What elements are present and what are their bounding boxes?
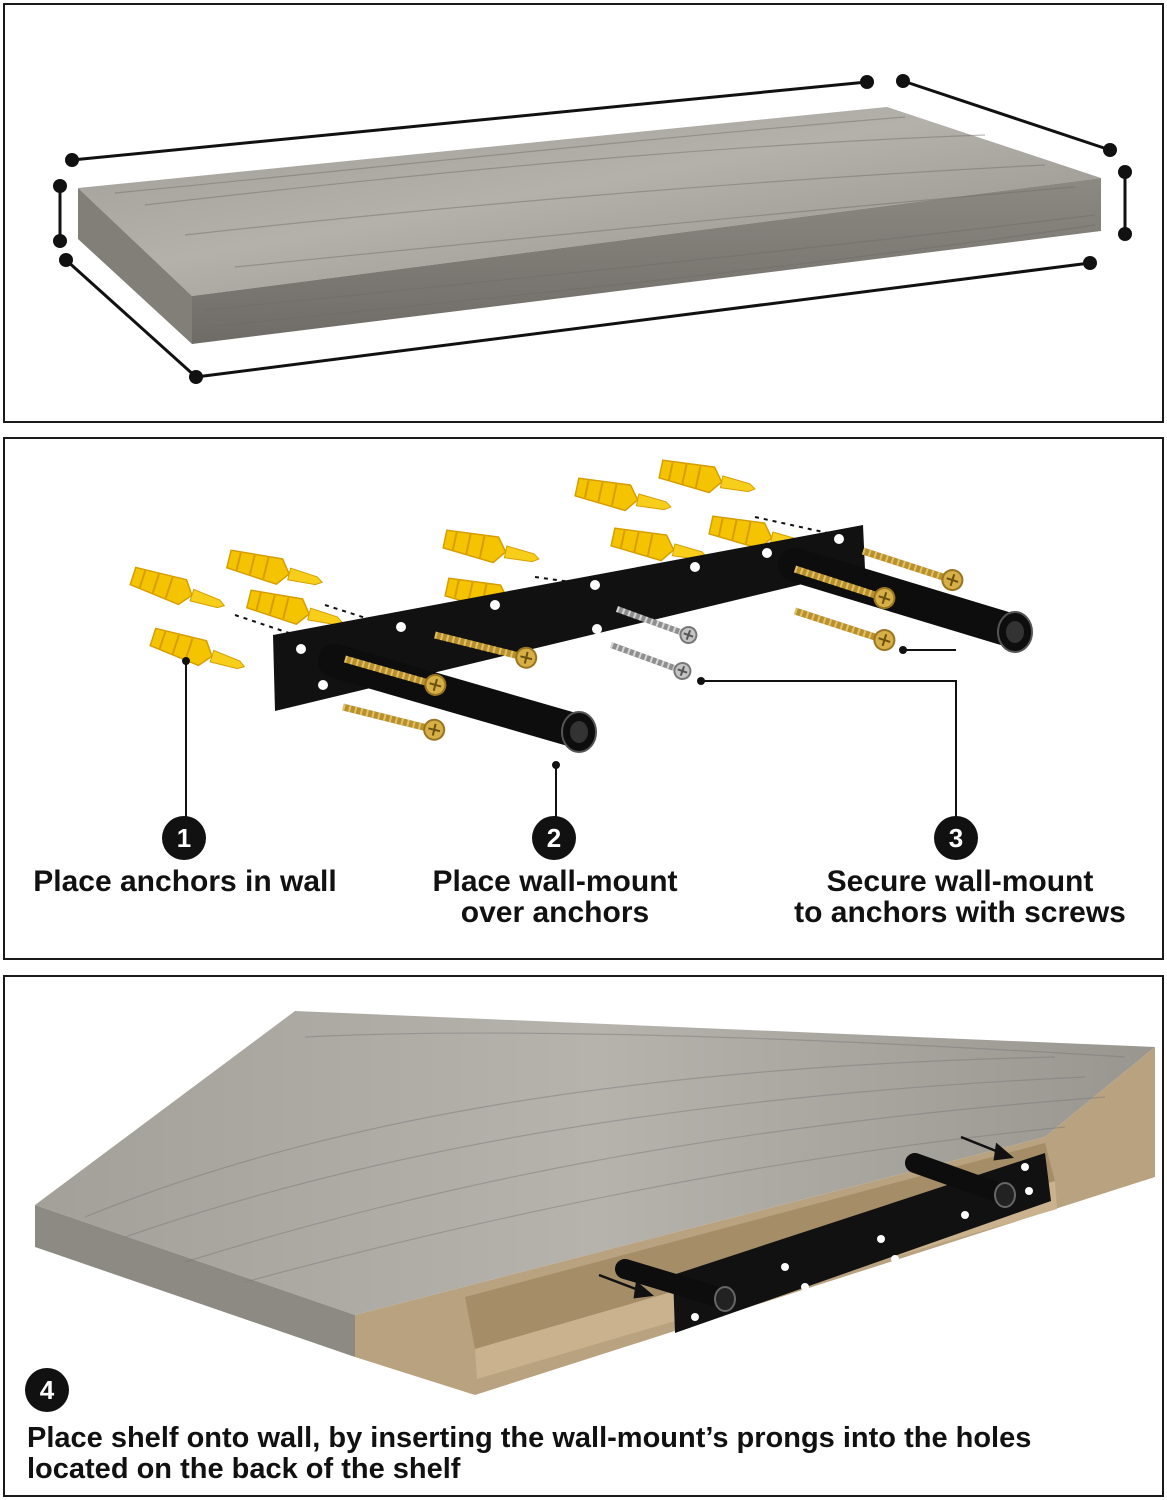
shelf-left-edge	[35, 1205, 355, 1357]
wall-mount-bracket	[673, 1153, 1051, 1333]
shelf-dimensions-illustration	[53, 74, 1132, 384]
bracket-prongs	[318, 548, 1033, 753]
wood-grain	[84, 1032, 1126, 1283]
shelf-side-face	[78, 188, 192, 344]
shelf-top-surface	[78, 107, 1101, 296]
shelf-back-cutout	[465, 1143, 1055, 1349]
dimension-endpoints	[53, 74, 1132, 384]
final-step-panel: 4 Place shelf onto wall, by inserting th…	[3, 975, 1164, 1497]
wall-mount-bracket	[273, 525, 865, 711]
shelf-dimensions-panel	[3, 3, 1164, 423]
step-2-label: Place wall-mount over anchors	[432, 865, 678, 929]
step-4-badge: 4	[25, 1368, 69, 1412]
step-2-badge: 2	[532, 816, 576, 860]
step-1-badge: 1	[162, 816, 206, 860]
bracket-holes	[296, 534, 846, 690]
hardware-illustration	[127, 455, 1033, 819]
step-3-label: Secure wall-mount to anchors with screws	[794, 865, 1126, 929]
shelf-front-face	[192, 178, 1101, 344]
installation-steps-panel: 1 Place anchors in wall 2 Place wall-mou…	[3, 437, 1164, 960]
step-1-label: Place anchors in wall	[33, 865, 337, 898]
bracket-prongs	[615, 1153, 1016, 1312]
shelf-mounting-illustration	[35, 1011, 1155, 1395]
dimension-lines	[58, 79, 1127, 379]
step-3-badge: 3	[934, 816, 978, 860]
insertion-arrows	[598, 1135, 1014, 1299]
callout-lines	[185, 649, 957, 819]
step-4-label: Place shelf onto wall, by inserting the …	[27, 1422, 1032, 1485]
callout-dots	[182, 646, 907, 769]
shelf-top-surface	[35, 1011, 1155, 1315]
wood-grain	[114, 116, 1096, 328]
